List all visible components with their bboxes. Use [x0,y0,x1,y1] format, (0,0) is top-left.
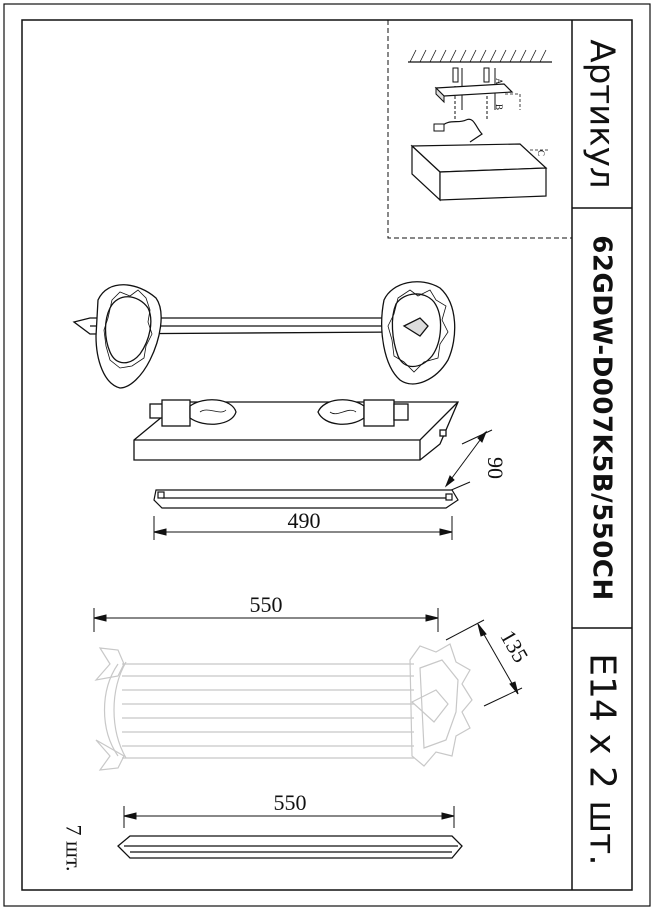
glass-quantity-label: 7 шт. [61,824,86,872]
base-with-bulbs [133,399,459,461]
dim-rod-length [123,806,455,828]
title-cell: Артикул [572,20,632,208]
article-number: 62GDW-D007K5B/550CH [587,235,617,601]
mounting-strip [153,489,459,509]
label-b: B [494,104,504,110]
fixture-assembly [72,281,456,389]
glass-rod-piece [117,835,463,859]
right-end-cap [381,281,456,385]
dim-base-length-label: 490 [288,508,321,533]
lamp-spec: E14 x 2 шт. [581,652,623,866]
left-end-cap [95,284,162,389]
title-label: Артикул [582,39,623,189]
mounting-detail: A B C [387,20,572,239]
label-a: A [494,78,504,85]
article-cell: 62GDW-D007K5B/550CH [572,208,632,628]
glass-cylinder [94,643,473,771]
glass-quantity: 7 шт. [58,808,88,888]
inner-frame [21,19,633,891]
dim-base-length [153,516,453,540]
outer-frame [3,3,651,907]
dim-glass-depth-label: 135 [495,626,533,667]
label-c: C [536,150,546,156]
dim-glass-length-label: 550 [250,592,283,617]
lamp-cell: E14 x 2 шт. [572,628,632,890]
dim-glass-length [93,608,439,632]
dim-glass-depth [445,619,523,707]
dim-base-depth [441,429,493,495]
dim-base-depth-label: 90 [483,457,508,479]
dim-rod-length-label: 550 [274,790,307,815]
